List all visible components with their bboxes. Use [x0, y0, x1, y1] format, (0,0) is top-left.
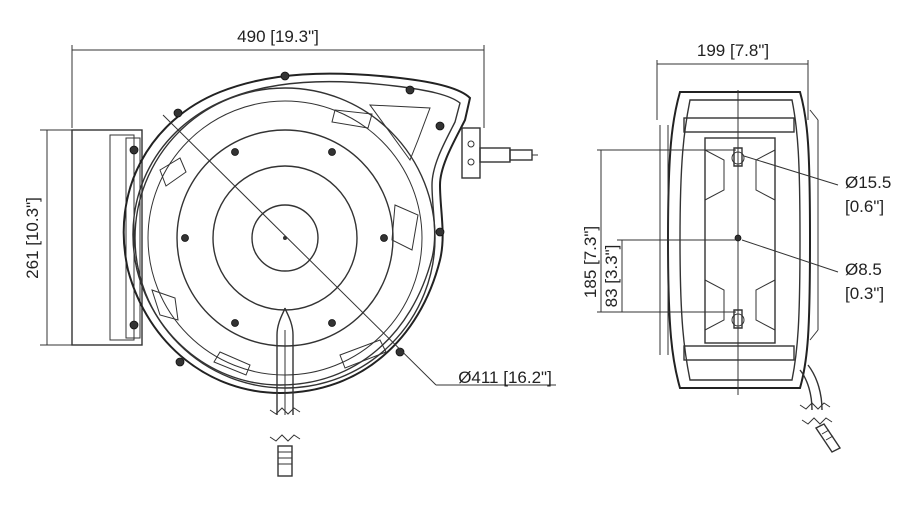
housing-bolts: [129, 71, 445, 367]
hole-small-inch-label: [0.3"]: [845, 284, 884, 303]
height-83-label: 83 [3.3"]: [602, 245, 621, 308]
width-490-label: 490 [19.3"]: [237, 27, 319, 46]
hole-large-inch-label: [0.6"]: [845, 197, 884, 216]
height-dimension-261: 261 [10.3"]: [23, 129, 130, 346]
height-261-label: 261 [10.3"]: [23, 197, 42, 279]
mounting-bracket: [71, 129, 143, 346]
height-185-label: 185 [7.3"]: [581, 226, 600, 298]
housing-slots: [151, 104, 431, 376]
reel-housing: [122, 72, 472, 395]
diameter-dimension-411: Ø411 [16.2"]: [162, 114, 556, 387]
width-199-label: 199 [7.8"]: [697, 41, 769, 60]
height-dimension-185: 185 [7.3"]: [581, 149, 736, 313]
height-dimension-83: 83 [3.3"]: [602, 239, 736, 312]
hole-callouts: Ø15.5 [0.6"] Ø8.5 [0.3"]: [741, 155, 891, 303]
side-view: 199 [7.8"]: [581, 41, 891, 453]
hole-small-diameter-label: Ø8.5: [845, 260, 882, 279]
width-dimension-490: 490 [19.3"]: [71, 27, 485, 128]
side-hose: [799, 364, 842, 453]
hose-guide-outlet: [461, 127, 538, 179]
width-dimension-199: 199 [7.8"]: [656, 41, 809, 120]
side-body: [659, 90, 819, 395]
hole-large-diameter-label: Ø15.5: [845, 173, 891, 192]
front-view: 490 [19.3"] 261 [10.3"]: [23, 27, 556, 477]
diameter-411-label: Ø411 [16.2"]: [458, 368, 552, 387]
hose-bottom: [269, 307, 301, 477]
